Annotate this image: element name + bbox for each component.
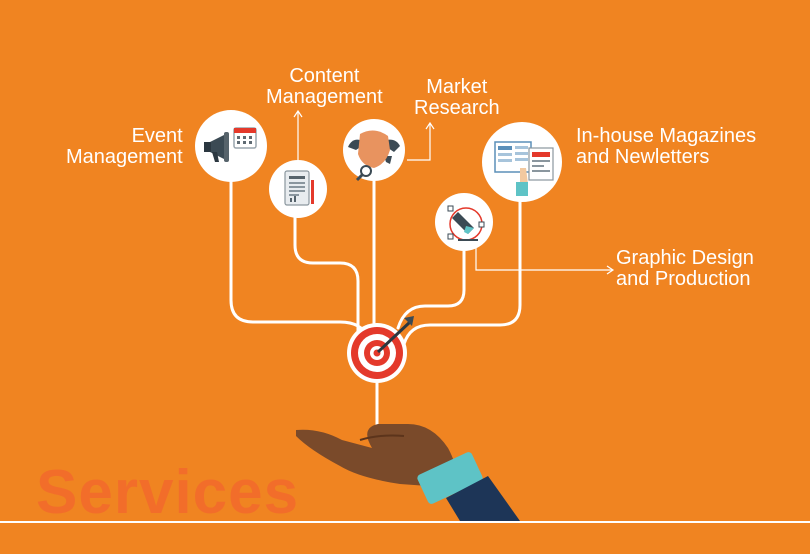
label-market-line-1: Market [426,76,488,98]
node-market [343,119,405,182]
node-graphic [435,193,493,251]
pointer-market [407,124,431,161]
label-magazines: In-house Magazines and Newletters [576,126,756,168]
label-event-line-1: Event [131,125,183,147]
pointer-market-arrow [425,121,435,130]
label-content-line-1: Content [289,65,360,87]
node-content [269,160,327,218]
document-icon [284,170,314,206]
bottom-divider [0,521,810,523]
label-event-management: Event Management [66,126,183,168]
globe-magnifier-icon [348,130,400,182]
connector-content [293,214,360,338]
pen-tool-icon [447,205,485,241]
node-event [195,110,267,182]
pointer-graphic [475,248,612,271]
label-magazines-line-1: In-house Magazines [576,125,757,147]
newsletter-icon [494,141,554,196]
pointer-graphic-arrow [606,265,615,275]
pointer-content-arrow [293,109,303,118]
pointers [293,109,615,275]
connector-magazines [402,198,522,346]
services-watermark: Services [36,458,300,527]
label-content-line-2: Management [266,86,383,108]
connector-graphic [396,243,466,330]
label-event-line-2: Management [66,146,183,168]
target-arrow-icon [347,316,414,383]
node-magazines [482,122,562,202]
label-magazines-line-2: and Newletters [576,146,710,168]
label-graphic-design: Graphic Design and Production [616,248,754,290]
label-content-management: Content Management [266,66,383,108]
label-graphic-line-2: and Production [616,268,751,290]
label-graphic-line-1: Graphic Design [616,247,754,269]
open-hand-icon [296,424,520,521]
megaphone-calendar-icon [204,127,257,162]
label-market-research: Market Research [414,77,500,119]
label-market-line-2: Research [414,97,500,119]
